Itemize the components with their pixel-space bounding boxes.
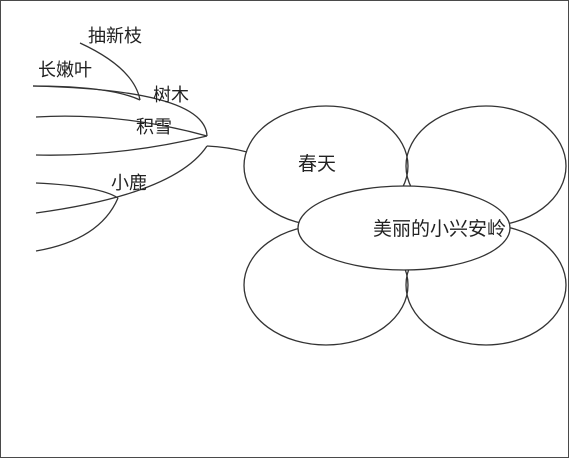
petal-label-spring: 春天 bbox=[298, 153, 336, 175]
label-trees: 树木 bbox=[153, 85, 189, 106]
branch-line-tender-leaves bbox=[32, 85, 141, 101]
label-deer: 小鹿 bbox=[111, 173, 147, 194]
center-ellipse bbox=[297, 185, 511, 271]
branch-line-5 bbox=[35, 182, 119, 199]
branch-lines bbox=[32, 42, 248, 252]
branch-line-3 bbox=[35, 135, 208, 156]
label-snow: 积雪 bbox=[136, 117, 172, 138]
branch-line-2 bbox=[35, 115, 208, 137]
connector-line bbox=[206, 145, 248, 153]
label-tender-leaves: 长嫩叶 bbox=[38, 60, 92, 81]
branch-line-4 bbox=[35, 145, 208, 214]
center-label: 美丽的小兴安岭 bbox=[373, 218, 506, 240]
label-new-branches: 抽新枝 bbox=[88, 26, 142, 47]
branch-line-6 bbox=[35, 197, 119, 252]
branch-line-new-branches bbox=[79, 42, 141, 101]
